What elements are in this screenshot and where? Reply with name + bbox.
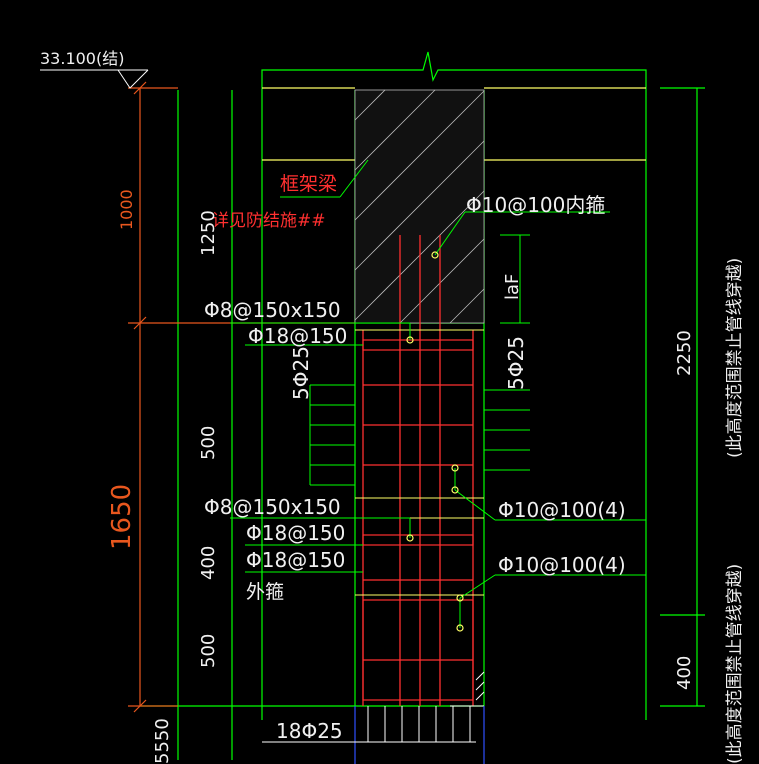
frame-beam-lines (262, 87, 646, 161)
corner-hatch (450, 671, 485, 707)
dim-400-b: 400 (674, 656, 695, 690)
stirrup-2-label: Φ10@100(4) (498, 553, 626, 577)
note-right-top: (此高度范围禁止管线穿越) (725, 258, 745, 458)
dim-500-a: 500 (198, 426, 219, 460)
laf-label: laF (502, 274, 523, 300)
side-bars-left-label: 5Φ25 (289, 346, 313, 400)
rebar-markers (406, 251, 464, 632)
column-lines-below (354, 706, 485, 764)
stirrups (362, 339, 474, 701)
dim-2250: 2250 (674, 330, 695, 376)
frame-beam-label: 框架梁 (280, 173, 337, 195)
bar-top-label: Φ18@150 (248, 324, 347, 348)
side-bars-right-label: 5Φ25 (504, 336, 528, 390)
dim-5550: 5550 (152, 718, 173, 764)
elevation-marker (40, 69, 149, 89)
section-levels (355, 329, 484, 596)
dim-1000: 1000 (117, 189, 136, 230)
dim-1250: 1250 (198, 210, 219, 256)
leader-lines (230, 211, 646, 628)
note-right-bottom: (此高度范围禁止管线穿越) (725, 564, 745, 764)
dim-1650: 1650 (107, 484, 137, 550)
frost-note-label: 详见防结施## (212, 211, 326, 231)
dim-500-b: 500 (198, 634, 219, 668)
stirrup-1-label: Φ10@100(4) (498, 498, 626, 522)
elevation-label: 33.100(结) (40, 49, 124, 68)
bar-mid-1-label: Φ18@150 (246, 521, 345, 545)
beam-note-leader (280, 159, 369, 198)
mesh-bottom-label: Φ8@150x150 (204, 495, 341, 519)
bottom-bars-label: 18Φ25 (276, 719, 343, 743)
bottom-bar-ticks (262, 706, 476, 743)
outer-stirrup-label: 外箍 (246, 581, 284, 603)
inner-stirrup-label: Φ10@100内箍 (466, 193, 605, 217)
dim-400-a: 400 (198, 546, 219, 580)
bar-mid-2-label: Φ18@150 (246, 548, 345, 572)
mesh-top-label: Φ8@150x150 (204, 298, 341, 322)
